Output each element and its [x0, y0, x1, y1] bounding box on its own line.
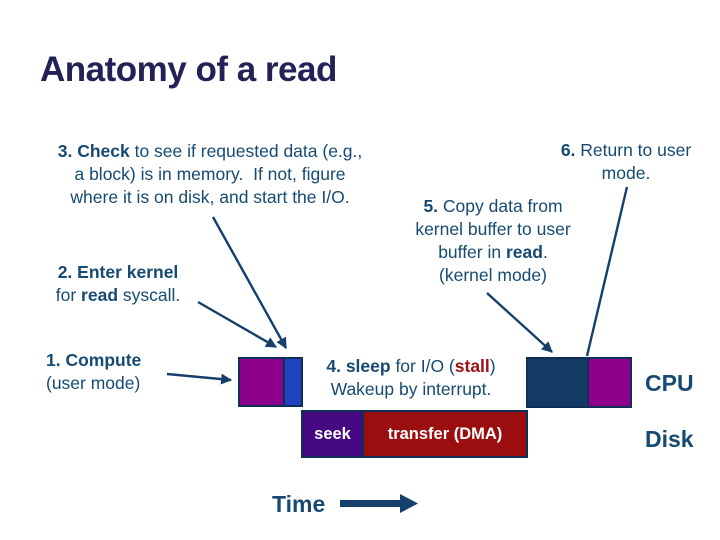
- step-5-annotation: 5. Copy data from kernel buffer to user …: [398, 195, 588, 287]
- seek-label: seek: [314, 424, 351, 443]
- disk-activity-bar: seek transfer (DMA): [301, 410, 528, 458]
- cpu-user-mode-segment-2: [589, 359, 630, 406]
- cpu-activity-bar-left: [238, 357, 303, 407]
- step-2-number: 2. Enter kernel: [57, 262, 179, 282]
- step-1-line-2: (user mode): [46, 373, 141, 393]
- step-2-line-2: for read syscall.: [37, 284, 199, 307]
- step-6-annotation: 6. Return to user mode.: [540, 139, 712, 185]
- step-6-text-1: Return to user: [575, 140, 692, 160]
- step-5-line-2: kernel buffer to user: [415, 219, 571, 239]
- step-1-line-1: 1. Compute: [46, 349, 176, 372]
- step-3-line-1: 3. Check to see if requested data (e.g.,: [30, 140, 390, 163]
- disk-seek-segment: seek: [303, 412, 364, 456]
- cpu-user-mode-segment-1: [240, 359, 285, 405]
- step-5-text-1: Copy data from: [438, 196, 563, 216]
- line-step6-to-bar: [585, 186, 629, 357]
- step-6-line-1: 6. Return to user: [540, 139, 712, 162]
- step-6-line-2: mode.: [601, 163, 651, 183]
- step-4-text-2: ): [489, 356, 496, 376]
- time-direction-arrow: [340, 494, 418, 513]
- arrow-step1-to-bar: [166, 372, 233, 385]
- arrow-step3-to-bar: [211, 216, 288, 349]
- transfer-dma-label: transfer (DMA): [387, 424, 503, 443]
- step-3-text-1: to see if requested data (e.g.,: [129, 141, 363, 161]
- cpu-kernel-mode-segment-2: [528, 359, 589, 406]
- step-4-number: 4. sleep: [326, 356, 391, 376]
- step-3-line-3: where it is on disk, and start the I/O.: [70, 187, 350, 207]
- step-5-text-3b: .: [542, 242, 548, 262]
- step-4-stall-keyword: stall: [454, 356, 490, 376]
- step-2-annotation: 2. Enter kernel for read syscall.: [37, 261, 199, 307]
- disk-transfer-segment: transfer (DMA): [364, 412, 526, 456]
- arrow-step5-to-bar: [486, 292, 553, 353]
- step-2-text-2b: syscall.: [118, 285, 181, 305]
- step-4-text-1: for I/O (: [390, 356, 455, 376]
- step-3-number: 3. Check: [57, 141, 130, 161]
- step-5-line-3: buffer in read.: [398, 241, 588, 264]
- step-3-annotation: 3. Check to see if requested data (e.g.,…: [30, 140, 390, 209]
- step-2-line-1: 2. Enter kernel: [37, 261, 199, 284]
- step-5-line-4: (kernel mode): [439, 265, 547, 285]
- step-6-number: 6.: [560, 140, 576, 160]
- step-5-line-1: 5. Copy data from: [398, 195, 588, 218]
- step-4-line-1: 4. sleep for I/O (stall): [310, 355, 512, 378]
- slide-title: Anatomy of a read: [40, 50, 337, 89]
- step-5-read-keyword: read: [505, 242, 543, 262]
- step-3-line-2: a block) is in memory. If not, figure: [74, 164, 346, 184]
- step-1-annotation: 1. Compute (user mode): [46, 349, 176, 395]
- cpu-row-label: CPU: [645, 370, 694, 396]
- disk-row-label: Disk: [645, 426, 694, 452]
- step-5-text-3a: buffer in: [438, 242, 506, 262]
- cpu-kernel-mode-segment-1: [285, 359, 301, 405]
- time-axis-label: Time: [272, 491, 326, 517]
- step-1-number: 1. Compute: [46, 350, 142, 370]
- step-5-number: 5.: [423, 196, 439, 216]
- arrow-step2-to-bar: [197, 300, 277, 349]
- step-4-line-2: Wakeup by interrupt.: [330, 379, 492, 399]
- step-2-text-2a: for: [55, 285, 82, 305]
- cpu-activity-bar-right: [526, 357, 632, 408]
- step-4-annotation: 4. sleep for I/O (stall) Wakeup by inter…: [310, 355, 512, 401]
- step-2-read-keyword: read: [81, 285, 119, 305]
